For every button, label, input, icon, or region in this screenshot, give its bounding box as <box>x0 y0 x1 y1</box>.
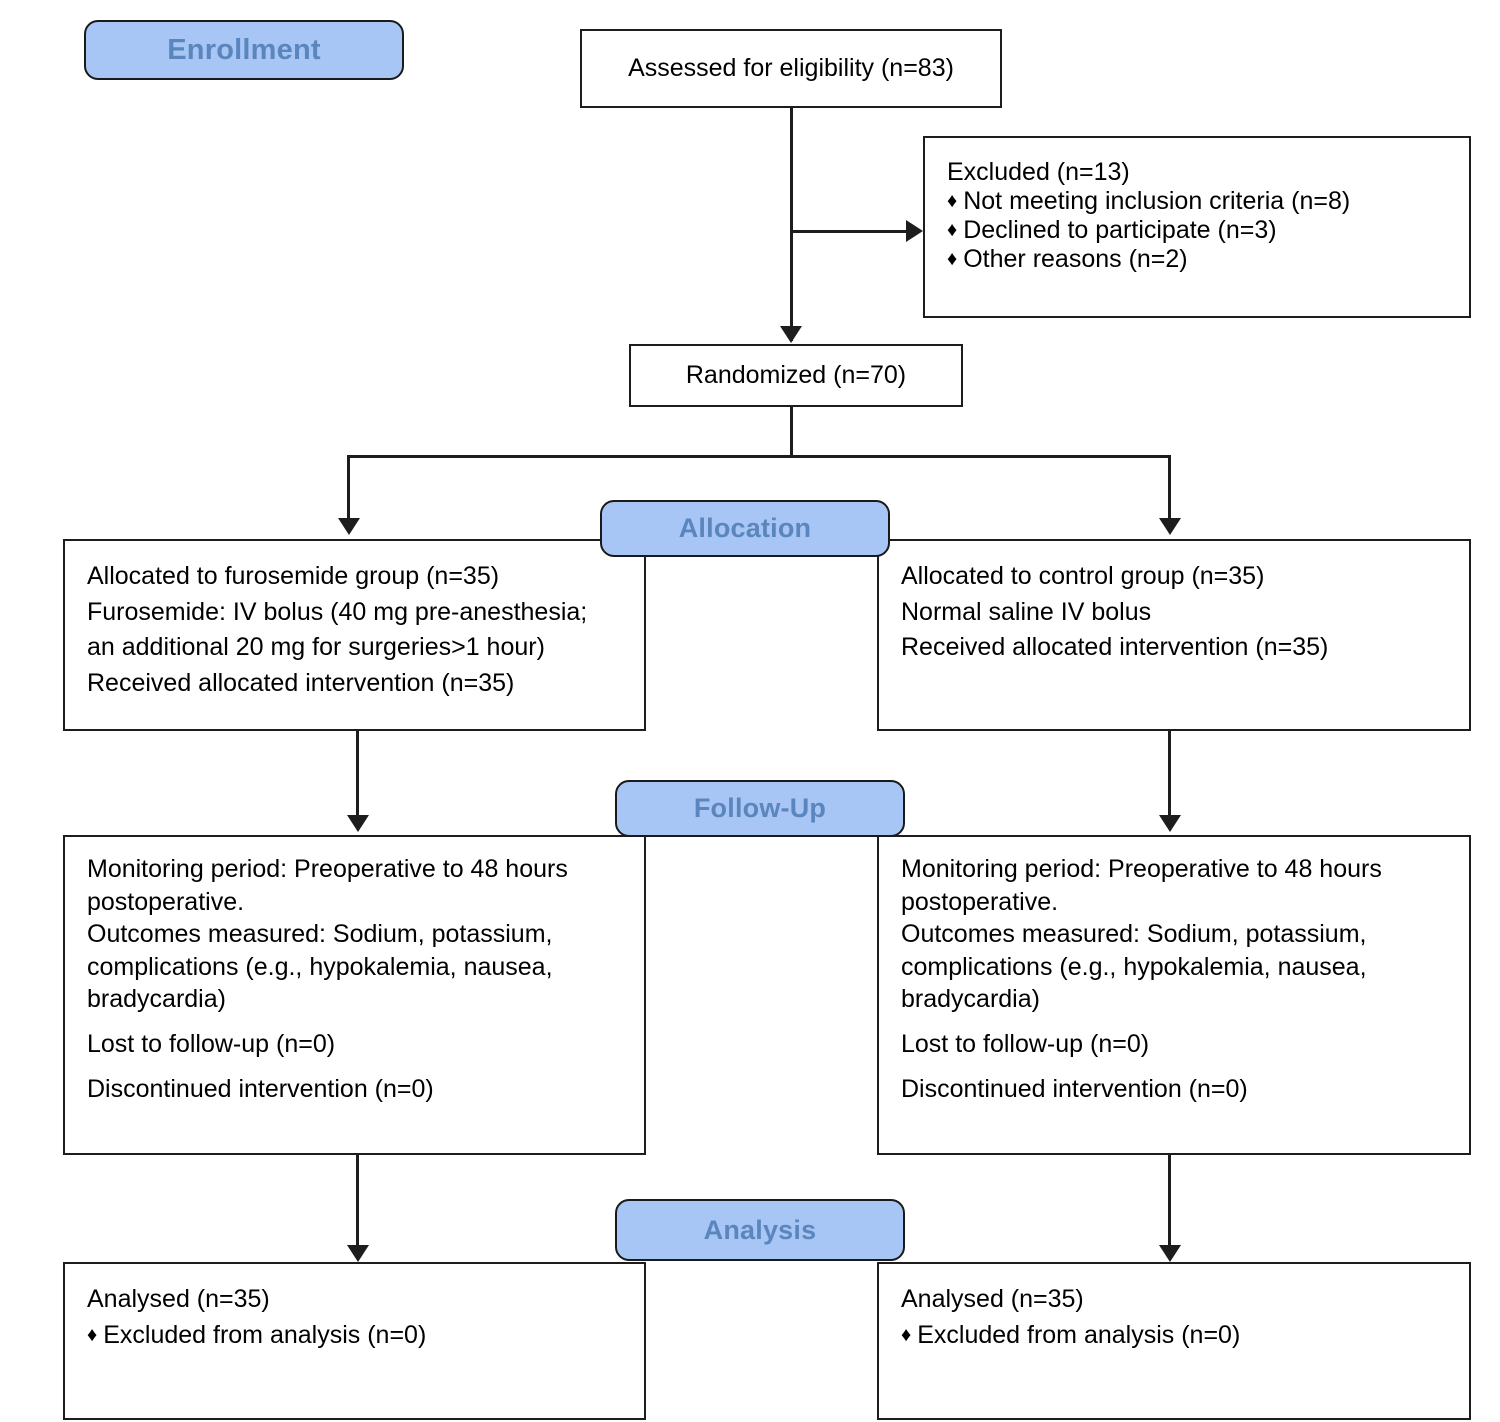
allocation-left-line: an additional 20 mg for surgeries>1 hour… <box>87 633 545 661</box>
allocation-left-line: Furosemide: IV bolus (40 mg pre-anesthes… <box>87 597 588 626</box>
arrowhead-right-analysis <box>1159 1245 1181 1262</box>
box-followup-right: Monitoring period: Preoperative to 48 ho… <box>877 835 1471 1155</box>
stage-badge-analysis-label: Analysis <box>703 1214 817 1245</box>
diamond-bullet-icon: ♦ <box>947 219 958 241</box>
arrowhead-left-followup <box>347 815 369 832</box>
analysis-right-excluded-item: ♦Excluded from analysis (n=0) <box>901 1318 1449 1354</box>
excluded-reason-label: Other reasons (n=2) <box>963 245 1188 273</box>
followup-left-lost-to-followup: Lost to follow-up (n=0) <box>87 1029 336 1058</box>
box-analysis-right: Analysed (n=35) ♦Excluded from analysis … <box>877 1262 1471 1420</box>
excluded-reason-item: ♦Not meeting inclusion criteria (n=8) <box>947 187 1449 216</box>
connector-to-excluded <box>790 230 910 233</box>
arrowhead-assessed-to-randomized <box>780 326 802 343</box>
stage-badge-followup-label: Follow-Up <box>693 793 827 823</box>
box-analysis-left: Analysed (n=35) ♦Excluded from analysis … <box>63 1262 646 1420</box>
followup-left-line: postoperative. <box>87 887 245 916</box>
assessed-for-eligibility-text: Assessed for eligibility (n=83) <box>628 54 954 82</box>
diamond-bullet-icon: ♦ <box>947 190 958 212</box>
followup-right-spacer <box>901 1060 1449 1072</box>
followup-left-spacer <box>87 1060 624 1072</box>
analysis-left-analysed: Analysed (n=35) <box>87 1285 270 1313</box>
allocation-left-line: Allocated to furosemide group (n=35) <box>87 562 500 590</box>
stage-badge-analysis: Analysis <box>615 1199 905 1261</box>
stage-badge-followup: Follow-Up <box>615 780 905 837</box>
connector-randomized-to-right-allocation <box>1168 455 1171 520</box>
excluded-reason-label: Not meeting inclusion criteria (n=8) <box>963 187 1351 215</box>
followup-right-discontinued: Discontinued intervention (n=0) <box>901 1074 1248 1103</box>
excluded-reason-item: ♦Other reasons (n=2) <box>947 245 1449 274</box>
followup-left-line: complications (e.g., hypokalemia, nausea… <box>87 952 553 981</box>
allocation-right-line: Received allocated intervention (n=35) <box>901 633 1329 661</box>
allocation-left-line: Received allocated intervention (n=35) <box>87 668 515 697</box>
diamond-bullet-icon: ♦ <box>901 1323 912 1346</box>
analysis-left-excluded-item: ♦Excluded from analysis (n=0) <box>87 1318 624 1354</box>
connector-randomized-split-bar <box>347 455 1171 458</box>
box-assessed-for-eligibility: Assessed for eligibility (n=83) <box>580 29 1002 108</box>
followup-left-discontinued: Discontinued intervention (n=0) <box>87 1074 434 1103</box>
analysis-right-excluded-label: Excluded from analysis (n=0) <box>917 1320 1241 1349</box>
connector-assessed-to-randomized <box>790 108 793 341</box>
stage-badge-allocation: Allocation <box>600 500 890 557</box>
analysis-left-excluded-label: Excluded from analysis (n=0) <box>103 1320 427 1349</box>
diamond-bullet-icon: ♦ <box>947 248 958 270</box>
box-randomized: Randomized (n=70) <box>629 344 963 407</box>
randomized-text: Randomized (n=70) <box>685 361 907 389</box>
connector-left-followup-to-analysis <box>356 1155 359 1247</box>
followup-left-line: Outcomes measured: Sodium, potassium, <box>87 920 553 948</box>
box-followup-left: Monitoring period: Preoperative to 48 ho… <box>63 835 646 1155</box>
connector-randomized-to-left-allocation <box>347 455 350 520</box>
followup-right-lost-to-followup: Lost to follow-up (n=0) <box>901 1029 1150 1058</box>
box-allocation-left: Allocated to furosemide group (n=35) Fur… <box>63 539 646 731</box>
allocation-right-line: Allocated to control group (n=35) <box>901 562 1265 590</box>
stage-badge-allocation-label: Allocation <box>678 513 812 543</box>
arrowhead-left-allocation <box>338 518 360 535</box>
followup-right-line: bradycardia) <box>901 985 1040 1013</box>
arrowhead-to-excluded <box>906 220 923 242</box>
connector-left-allocation-to-followup <box>356 731 359 817</box>
excluded-reason-item: ♦Declined to participate (n=3) <box>947 216 1449 245</box>
allocation-right-line: Normal saline IV bolus <box>901 597 1152 626</box>
followup-right-spacer <box>901 1016 1449 1028</box>
arrowhead-left-analysis <box>347 1245 369 1262</box>
excluded-reason-label: Declined to participate (n=3) <box>963 216 1277 244</box>
connector-right-followup-to-analysis <box>1168 1155 1171 1247</box>
box-allocation-right: Allocated to control group (n=35) Normal… <box>877 539 1471 731</box>
arrowhead-right-allocation <box>1159 518 1181 535</box>
box-excluded: Excluded (n=13) ♦Not meeting inclusion c… <box>923 136 1471 318</box>
followup-right-line: postoperative. <box>901 887 1059 916</box>
followup-left-spacer <box>87 1016 624 1028</box>
followup-right-line: Outcomes measured: Sodium, potassium, <box>901 920 1367 948</box>
followup-left-line: Monitoring period: Preoperative to 48 ho… <box>87 855 568 883</box>
connector-right-allocation-to-followup <box>1168 731 1171 817</box>
diamond-bullet-icon: ♦ <box>87 1323 98 1346</box>
stage-badge-enrollment-label: Enrollment <box>167 33 321 66</box>
arrowhead-right-followup <box>1159 815 1181 832</box>
stage-badge-enrollment: Enrollment <box>84 20 404 80</box>
excluded-title: Excluded (n=13) <box>947 158 1130 186</box>
followup-right-line: Monitoring period: Preoperative to 48 ho… <box>901 855 1382 883</box>
followup-left-line: bradycardia) <box>87 985 226 1013</box>
connector-randomized-stem <box>790 407 793 457</box>
analysis-right-analysed: Analysed (n=35) <box>901 1285 1084 1313</box>
followup-right-line: complications (e.g., hypokalemia, nausea… <box>901 952 1367 981</box>
